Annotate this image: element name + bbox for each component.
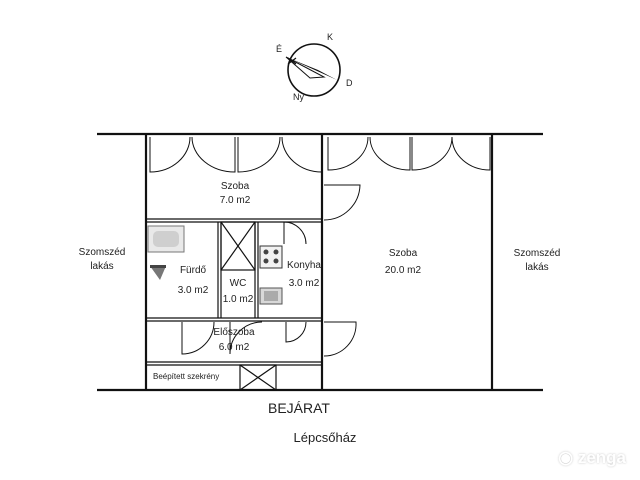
- outer-walls: [97, 132, 543, 392]
- bathtub-icon: [147, 225, 185, 253]
- watermark-text: zenga: [577, 448, 626, 467]
- kitchen-sink-icon: [259, 287, 283, 305]
- stove-icon: [259, 245, 283, 269]
- compass-east-label: K: [327, 32, 333, 42]
- sink-icon: [150, 265, 166, 280]
- room-large-area: 20.0 m2: [385, 265, 422, 276]
- compass-west-label: Ny: [293, 92, 304, 102]
- neighbor-left-line2: lakás: [90, 261, 113, 272]
- bathroom-name: Fürdő: [180, 265, 207, 276]
- kitchen-area: 3.0 m2: [289, 278, 320, 289]
- wc-area: 1.0 m2: [223, 294, 254, 305]
- compass: É K D Ny: [276, 32, 353, 102]
- shaft-closet: [239, 364, 277, 391]
- compass-north-label: É: [276, 44, 282, 54]
- hall-name: Előszoba: [213, 327, 255, 338]
- neighbor-right-line1: Szomszéd: [514, 248, 561, 259]
- room-small-area: 7.0 m2: [220, 195, 251, 206]
- wc-name: WC: [230, 278, 247, 289]
- bathroom-area: 3.0 m2: [178, 285, 209, 296]
- room-large-name: Szoba: [389, 248, 418, 259]
- kitchen-name: Konyha: [287, 260, 321, 271]
- neighbor-left-line1: Szomszéd: [79, 247, 126, 258]
- windows-top: [149, 136, 491, 173]
- hall-area: 6.0 m2: [219, 342, 250, 353]
- closet-label: Beépített szekrény: [153, 372, 219, 381]
- interior-doors: [181, 184, 361, 357]
- neighbor-right-line2: lakás: [525, 262, 548, 273]
- room-small-name: Szoba: [221, 181, 250, 192]
- compass-south-label: D: [346, 78, 353, 88]
- entrance-label: BEJÁRAT: [268, 400, 330, 416]
- watermark-logo: ◉ zenga: [558, 448, 626, 467]
- shaft-wc: [220, 221, 256, 271]
- stairwell-label: Lépcsőház: [294, 430, 357, 445]
